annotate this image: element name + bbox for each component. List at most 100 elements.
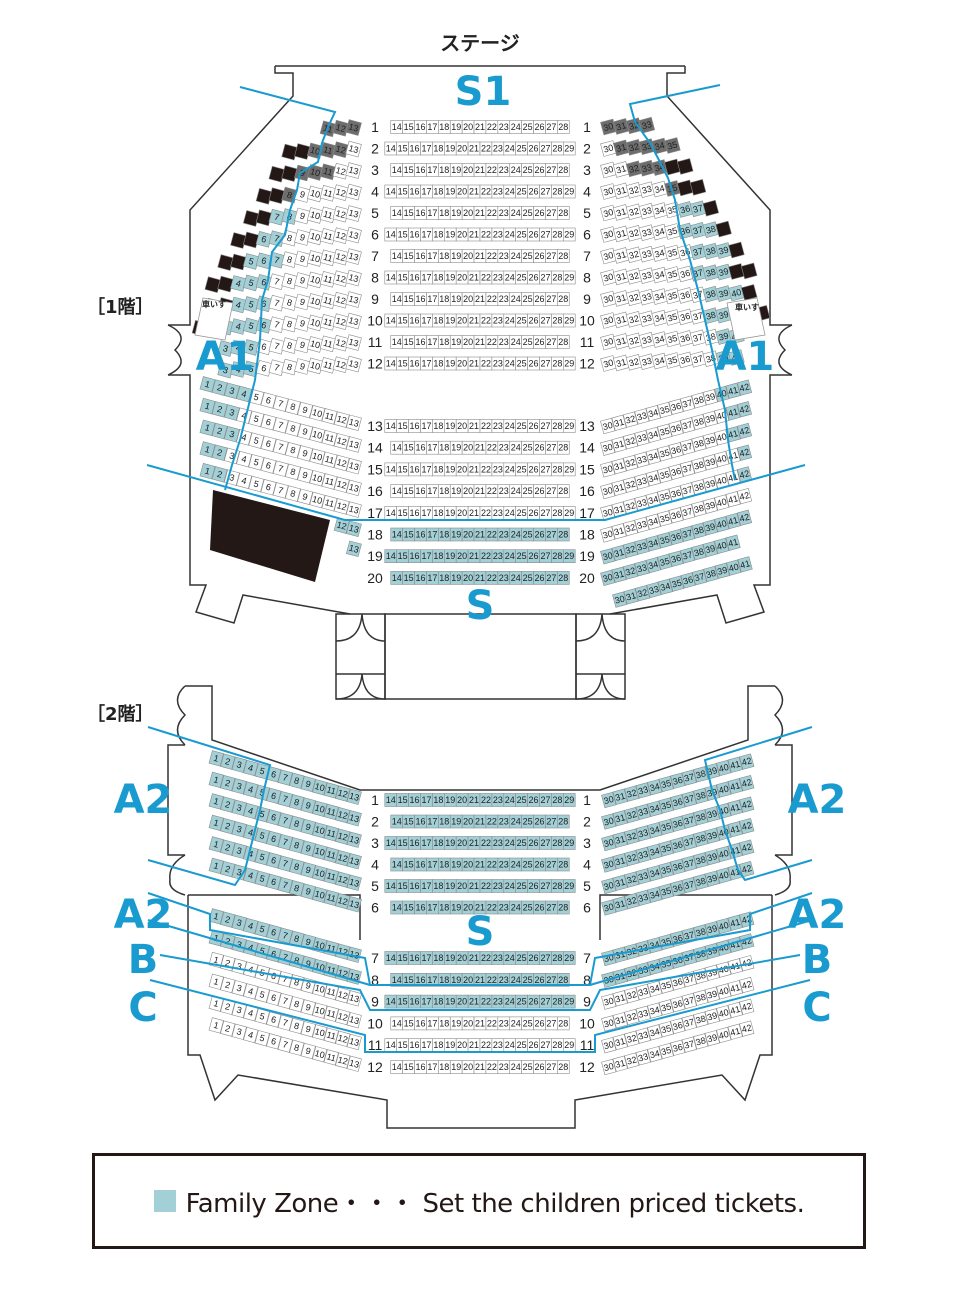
- seat[interactable]: 32: [624, 1008, 640, 1026]
- seat[interactable]: 39: [704, 849, 720, 866]
- seat[interactable]: 15: [396, 1038, 409, 1052]
- seat[interactable]: 9: [300, 1021, 316, 1038]
- seat[interactable]: 29: [562, 462, 576, 477]
- seat[interactable]: 18: [438, 206, 451, 220]
- seat[interactable]: 5: [254, 986, 270, 1003]
- seat[interactable]: 31: [611, 566, 627, 583]
- seat[interactable]: 10: [312, 843, 328, 860]
- seat[interactable]: 22: [479, 227, 493, 242]
- seat[interactable]: 37: [681, 876, 697, 894]
- seat[interactable]: 14: [390, 249, 403, 263]
- seat[interactable]: 16: [408, 549, 421, 564]
- seat[interactable]: [676, 158, 694, 175]
- seat[interactable]: 26: [527, 793, 540, 807]
- seat[interactable]: 13: [345, 269, 362, 287]
- seat[interactable]: 28: [551, 793, 564, 807]
- seat[interactable]: 11: [321, 429, 338, 447]
- seat[interactable]: 30: [601, 1037, 617, 1054]
- seat[interactable]: 27: [539, 879, 552, 893]
- seat[interactable]: 7: [272, 417, 289, 434]
- seat[interactable]: 23: [497, 857, 511, 872]
- seat[interactable]: 12: [332, 184, 350, 202]
- seat[interactable]: 16: [408, 141, 421, 156]
- seat[interactable]: 14: [384, 270, 397, 285]
- seat[interactable]: 21: [473, 120, 487, 134]
- seat[interactable]: 16: [414, 335, 427, 349]
- seat[interactable]: 19: [443, 1038, 457, 1052]
- seat[interactable]: 24: [503, 419, 516, 433]
- seat[interactable]: 5: [254, 827, 270, 844]
- seat[interactable]: 28: [551, 549, 564, 564]
- seat[interactable]: 7: [277, 812, 293, 829]
- seat[interactable]: 20: [455, 836, 469, 850]
- seat[interactable]: 32: [624, 892, 640, 910]
- seat[interactable]: 33: [638, 331, 656, 349]
- seat[interactable]: 24: [509, 857, 522, 872]
- seat[interactable]: 11: [323, 782, 339, 799]
- seat[interactable]: 9: [294, 293, 311, 311]
- seat[interactable]: 23: [497, 440, 511, 455]
- seat[interactable]: 10: [312, 779, 328, 796]
- seat[interactable]: 33: [635, 983, 651, 1001]
- seat[interactable]: 23: [491, 879, 505, 893]
- seat[interactable]: 21: [467, 793, 481, 807]
- seat[interactable]: 6: [266, 873, 282, 891]
- seat[interactable]: 16: [408, 462, 421, 477]
- seat[interactable]: 31: [612, 1055, 628, 1072]
- seat[interactable]: 38: [693, 787, 709, 805]
- seat[interactable]: 17: [420, 549, 433, 564]
- seat[interactable]: 1: [199, 376, 216, 393]
- seat[interactable]: 24: [503, 505, 516, 520]
- seat[interactable]: 26: [527, 994, 540, 1009]
- seat[interactable]: 22: [479, 356, 493, 371]
- seat[interactable]: 40: [716, 867, 732, 884]
- seat[interactable]: 26: [527, 1038, 540, 1052]
- seat[interactable]: 27: [539, 836, 552, 850]
- seat[interactable]: 6: [266, 830, 282, 848]
- seat[interactable]: 11: [321, 473, 338, 490]
- seat[interactable]: 19: [449, 857, 463, 872]
- seat[interactable]: 13: [346, 896, 362, 913]
- seat[interactable]: 4: [243, 867, 259, 884]
- seat[interactable]: 34: [645, 556, 661, 574]
- seat[interactable]: 26: [533, 292, 546, 306]
- seat[interactable]: 37: [679, 438, 696, 456]
- seat[interactable]: 35: [657, 423, 673, 440]
- seat[interactable]: 6: [266, 1033, 282, 1050]
- seat[interactable]: 12: [335, 892, 351, 910]
- seat[interactable]: 39: [702, 519, 718, 536]
- seat[interactable]: 41: [725, 491, 741, 508]
- seat[interactable]: 41: [727, 1001, 743, 1019]
- seat[interactable]: 29: [562, 793, 576, 807]
- seat[interactable]: 33: [635, 846, 651, 864]
- seat[interactable]: 9: [297, 466, 314, 484]
- seat[interactable]: 42: [739, 796, 755, 813]
- seat[interactable]: 24: [509, 163, 522, 177]
- seat[interactable]: 11: [323, 825, 339, 842]
- seat[interactable]: 24: [503, 994, 516, 1009]
- seat[interactable]: 14: [390, 206, 403, 220]
- seat[interactable]: 13: [345, 355, 362, 373]
- seat[interactable]: 24: [503, 1038, 516, 1052]
- seat[interactable]: 10: [306, 185, 324, 203]
- seat[interactable]: 17: [426, 571, 439, 585]
- seat[interactable]: 7: [268, 359, 286, 377]
- seat[interactable]: 9: [300, 775, 316, 793]
- seat[interactable]: 11: [319, 184, 337, 202]
- seat[interactable]: 27: [539, 462, 552, 477]
- seat[interactable]: 8: [289, 837, 305, 854]
- seat[interactable]: 13: [345, 540, 362, 558]
- seat[interactable]: 23: [497, 571, 511, 585]
- seat[interactable]: 19: [443, 836, 457, 850]
- seat[interactable]: 34: [647, 886, 663, 903]
- seat[interactable]: 28: [551, 313, 564, 328]
- seat[interactable]: 30: [600, 161, 617, 179]
- seat[interactable]: 18: [438, 163, 451, 177]
- seat[interactable]: 26: [527, 270, 540, 285]
- seat[interactable]: 38: [703, 565, 719, 583]
- seat[interactable]: 32: [624, 1052, 640, 1069]
- seat[interactable]: 33: [635, 1049, 651, 1066]
- seat[interactable]: 30: [612, 591, 628, 608]
- seat[interactable]: 28: [557, 292, 570, 306]
- seat[interactable]: 34: [651, 180, 668, 198]
